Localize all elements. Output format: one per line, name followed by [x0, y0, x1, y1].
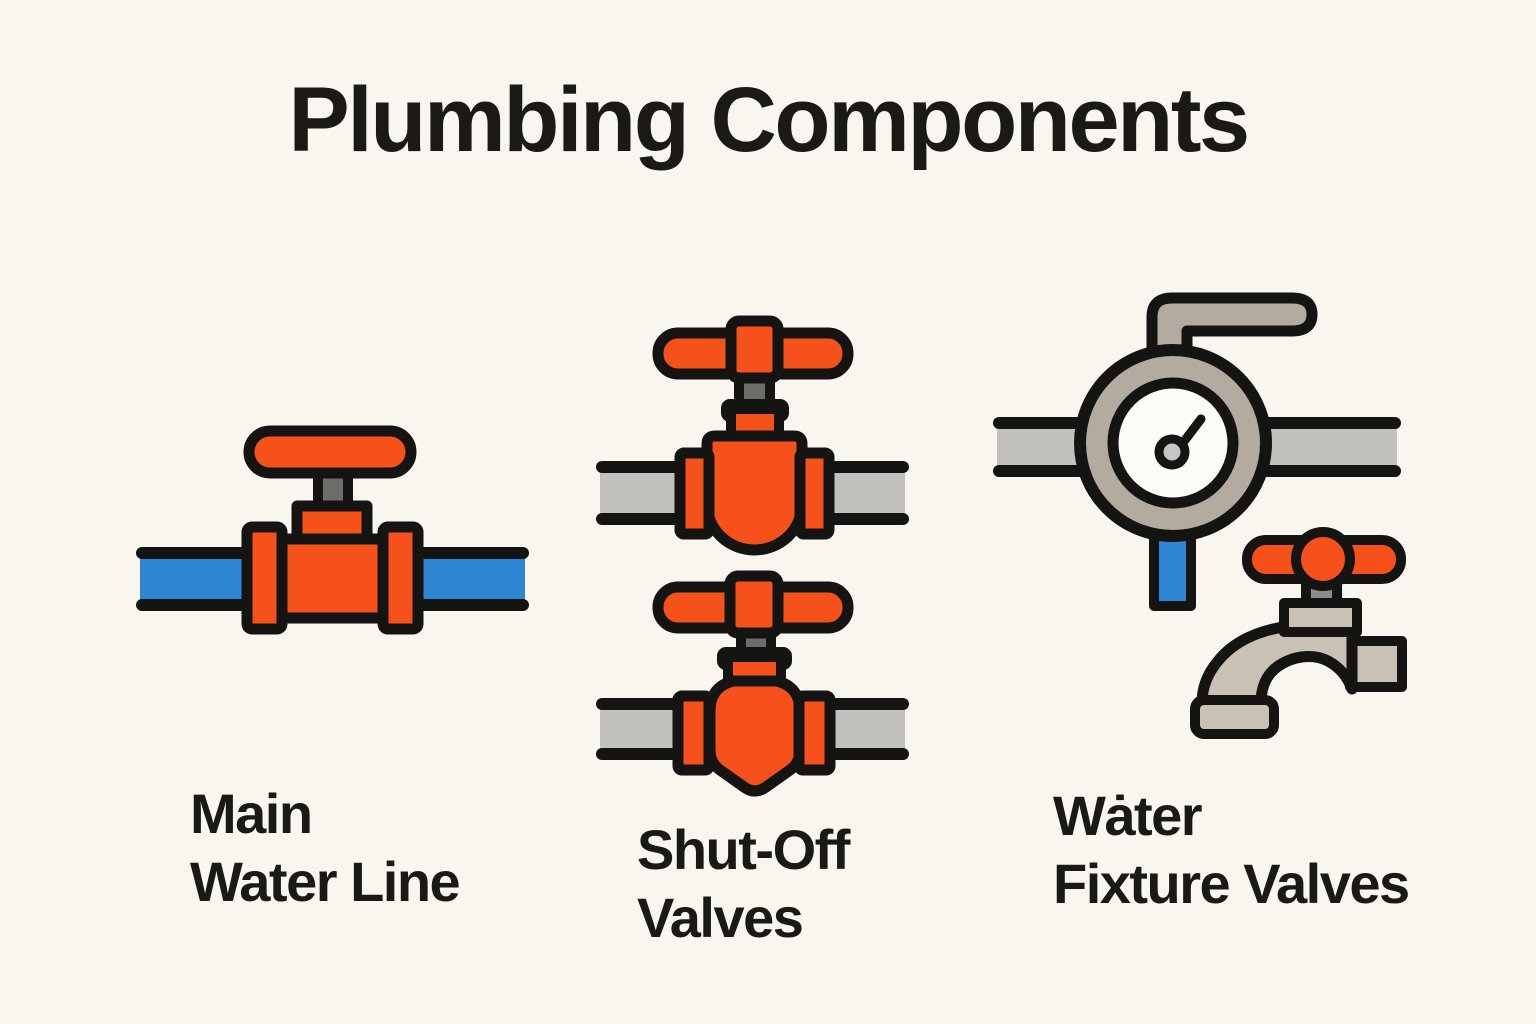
valve-body	[701, 430, 808, 556]
valve-handle-hub	[724, 570, 784, 639]
gauge-needle-hub	[1154, 434, 1190, 470]
valve-flange-right	[377, 521, 424, 635]
label-line: Water Line	[190, 850, 461, 913]
faucet-handle-knob	[1291, 527, 1355, 591]
faucet-inlet-tail	[1345, 636, 1407, 692]
label-line: Valves	[637, 886, 804, 949]
valve-flange-right	[793, 690, 836, 776]
valve-body	[272, 533, 394, 624]
label-line: Main	[190, 782, 313, 845]
gauge-needle	[1177, 414, 1206, 449]
faucet-spout-mouth	[1190, 695, 1279, 739]
meter-lever-handle	[1146, 292, 1318, 371]
main-water-line-icon	[136, 425, 529, 635]
label-line: Wȧter	[1053, 784, 1203, 847]
label-main-water-line: Main Water Line	[190, 780, 461, 916]
shut-off-valve-bottom-icon	[596, 570, 909, 797]
faucet-body-spout	[1196, 620, 1358, 709]
valve-handle-bar	[243, 425, 417, 479]
shut-off-valve-top-icon	[596, 315, 909, 556]
label-line: Shut-Off	[637, 818, 850, 881]
valve-handle-hub	[725, 315, 784, 384]
valve-flange-left	[672, 690, 715, 776]
valve-body	[704, 675, 806, 797]
label-shut-off-valves: Shut-Off Valves	[637, 816, 850, 952]
valve-flange-right	[794, 447, 835, 540]
label-water-fixture-valves: Wȧter Fixture Valves	[1053, 782, 1410, 918]
faucet-icon	[1190, 527, 1407, 739]
valve-flange-left	[241, 521, 288, 635]
page-title: Plumbing Components	[288, 69, 1250, 171]
faucet-collar	[1279, 598, 1362, 637]
water-meter-gauge-icon	[993, 292, 1401, 611]
label-line: Fixture Valves	[1053, 852, 1410, 915]
valve-flange-left	[674, 447, 715, 540]
